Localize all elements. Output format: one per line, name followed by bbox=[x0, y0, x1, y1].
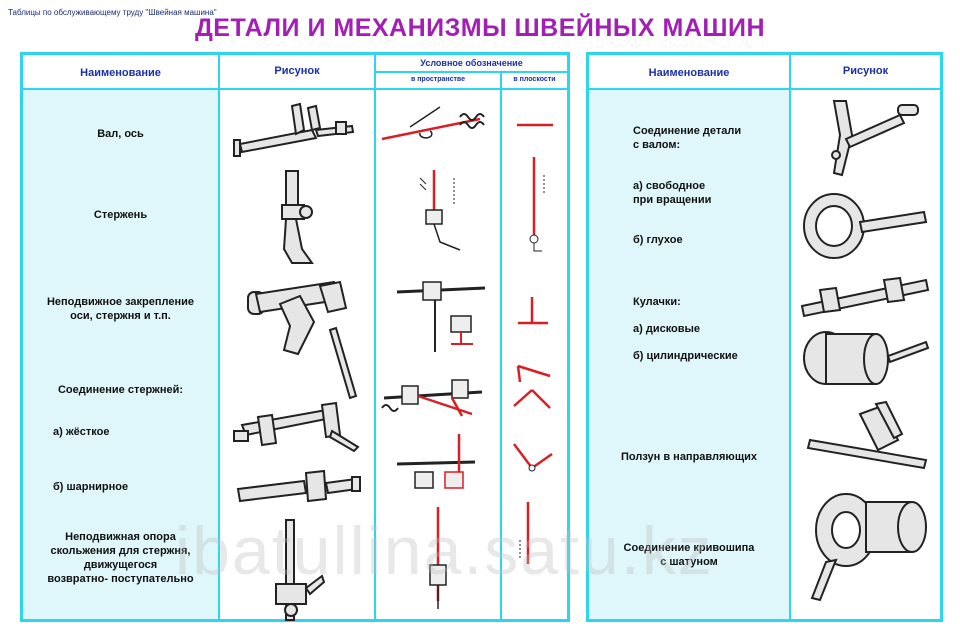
support-symbol-space bbox=[429, 507, 447, 609]
crank-drawing bbox=[810, 493, 927, 602]
row-rod: Стержень bbox=[93, 209, 148, 221]
right-row-crank-1: Соединение кривошипа bbox=[623, 542, 755, 554]
right-row-hub-1: Соединение детали bbox=[633, 125, 742, 137]
right-header-picture: Рисунок bbox=[842, 65, 889, 77]
row-fixed-mount-1: Неподвижное закрепление bbox=[46, 296, 195, 308]
cylinder-cam-drawing bbox=[803, 331, 930, 385]
right-row-free-2: при вращении bbox=[633, 194, 712, 206]
right-row-free-1: а) свободное bbox=[633, 180, 706, 192]
row-support-4: возвратно- поступательно bbox=[47, 573, 194, 585]
hinged-joint-drawing bbox=[236, 469, 361, 503]
rigid-symbol-plane bbox=[513, 364, 551, 409]
row-support-3: движущегося bbox=[83, 559, 158, 571]
header-picture: Рисунок bbox=[274, 65, 320, 77]
fixed-mount-drawing bbox=[247, 280, 358, 400]
header-name: Наименование bbox=[80, 67, 161, 79]
series-note: Таблицы по обслуживающему труду "Швейная… bbox=[8, 8, 217, 17]
shaft-symbol-plane bbox=[517, 123, 553, 127]
support-drawing bbox=[275, 519, 326, 621]
header-symbol: Условное обозначение bbox=[420, 58, 523, 68]
shaft-drawing bbox=[233, 102, 355, 157]
shaft-symbol-space bbox=[381, 106, 485, 141]
right-row-slider: Ползун в направляющих bbox=[621, 451, 757, 463]
right-name-column-fill bbox=[589, 90, 789, 619]
disc-cam-drawing bbox=[800, 276, 930, 318]
right-header-name: Наименование bbox=[648, 67, 730, 79]
row-support-2: скольжения для стержня, bbox=[50, 545, 191, 557]
row-rigid: а) жёсткое bbox=[53, 426, 110, 438]
right-row-hub-2: с валом: bbox=[633, 139, 681, 151]
row-rod-joint: Соединение стержней: bbox=[57, 384, 184, 396]
fixed-symbol-space bbox=[396, 281, 486, 352]
row-fixed-mount-2: оси, стержня и т.п. bbox=[70, 310, 171, 322]
rod-drawing bbox=[281, 170, 314, 264]
right-row-fixed: б) глухое bbox=[633, 234, 683, 246]
hub-lever-drawing bbox=[831, 100, 919, 177]
row-support-1: Неподвижная опора bbox=[65, 531, 176, 543]
support-symbol-plane bbox=[519, 502, 530, 564]
name-column-fill bbox=[23, 90, 218, 619]
right-row-disc-cam: а) дисковые bbox=[633, 323, 701, 335]
row-shaft: Вал, ось bbox=[97, 128, 144, 140]
rigid-joint-drawing bbox=[233, 401, 360, 453]
rod-symbol-plane bbox=[529, 157, 545, 252]
header-plane: в плоскости bbox=[513, 76, 556, 83]
right-row-cyl-cam: б) цилиндрические bbox=[633, 350, 738, 362]
page-title: ДЕТАЛИ И МЕХАНИЗМЫ ШВЕЙНЫХ МАШИН bbox=[194, 14, 766, 42]
row-hinged: б) шарнирное bbox=[53, 481, 129, 493]
slider-drawing bbox=[806, 400, 928, 470]
header-space: в пространстве bbox=[410, 76, 466, 83]
rigid-symbol-space bbox=[381, 379, 483, 417]
rod-symbol-space bbox=[419, 170, 461, 251]
hinged-symbol-plane bbox=[513, 443, 553, 472]
right-row-cams: Кулачки: bbox=[633, 296, 681, 308]
hinged-symbol-space bbox=[396, 434, 476, 489]
hub-wheel-drawing bbox=[803, 193, 928, 259]
fixed-symbol-plane bbox=[518, 297, 548, 325]
right-row-crank-2: с шатуном bbox=[660, 556, 718, 568]
